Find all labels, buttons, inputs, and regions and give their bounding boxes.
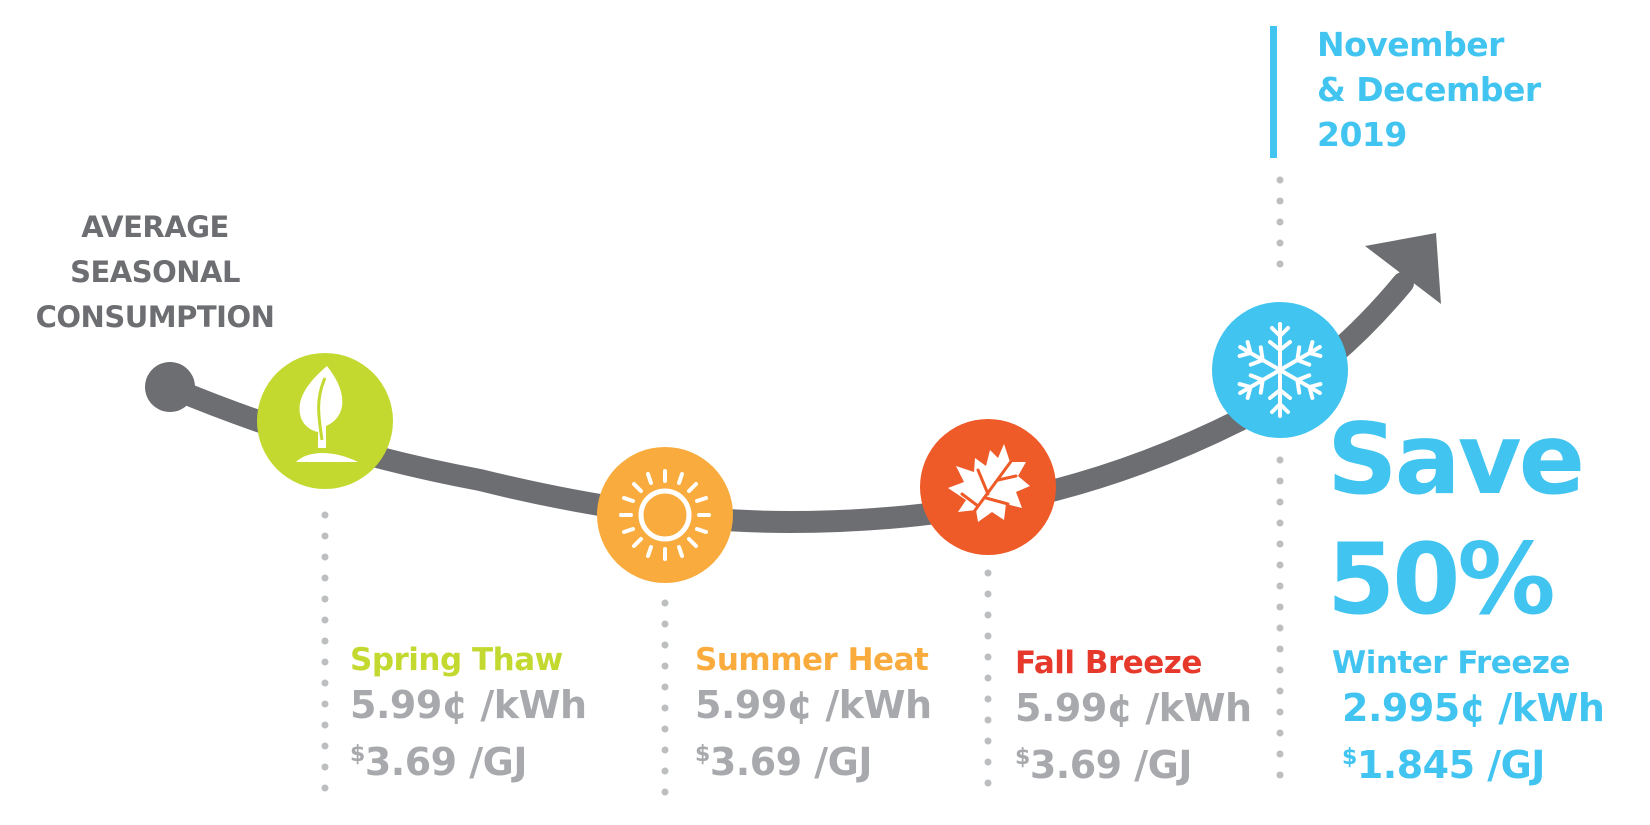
heading-line: AVERAGE [81, 210, 229, 244]
gj-rate: $3.69 /GJ [350, 730, 587, 787]
summer-badge [597, 447, 733, 583]
fall-rates: Fall Breeze 5.99¢ /kWh $3.69 /GJ [1015, 643, 1252, 790]
curve-start-dot [145, 362, 195, 412]
gj-value: 3.69 /GJ [1029, 743, 1193, 787]
maple-leaf-icon [948, 444, 1030, 530]
kwh-rate: 5.99¢ /kWh [695, 683, 932, 727]
kwh-rate: 5.99¢ /kWh [350, 683, 587, 727]
promotion-period: November & December 2019 [1317, 22, 1541, 157]
season-name: Winter Freeze [1332, 645, 1570, 681]
dollar-sign: $ [350, 742, 365, 767]
period-line: November [1317, 25, 1504, 64]
snowflake-icon [1233, 322, 1327, 418]
kwh-rate: 2.995¢ /kWh [1342, 686, 1605, 730]
gj-rate: $3.69 /GJ [1015, 733, 1252, 790]
heading-line: SEASONAL [70, 255, 240, 289]
sun-icon [619, 469, 711, 561]
season-name: Summer Heat [695, 642, 929, 678]
spring-rates: Spring Thaw 5.99¢ /kWh $3.69 /GJ [350, 640, 587, 787]
gj-value: 1.845 /GJ [1356, 743, 1546, 787]
season-name: Spring Thaw [350, 642, 563, 678]
gj-value: 3.69 /GJ [709, 740, 873, 784]
period-accent-bar [1270, 26, 1277, 158]
spring-badge [257, 353, 393, 489]
average-seasonal-consumption-heading: AVERAGE SEASONAL CONSUMPTION [20, 205, 290, 340]
save-percent: 50% [1327, 523, 1556, 637]
winter-rates: Winter Freeze 2.995¢ /kWh $1.845 /GJ [1332, 643, 1605, 790]
leaf-icon [296, 366, 358, 462]
fall-badge [920, 419, 1056, 555]
dollar-sign: $ [1015, 745, 1030, 770]
save-headline: Save [1327, 403, 1585, 517]
gj-rate: $3.69 /GJ [695, 730, 932, 787]
curve-arrowhead [1365, 233, 1441, 304]
dotted-connectors [321, 176, 1284, 799]
dollar-sign: $ [695, 742, 710, 767]
period-line: & December [1317, 70, 1541, 109]
gj-rate: $1.845 /GJ [1342, 733, 1605, 790]
season-name: Fall Breeze [1015, 645, 1202, 681]
winter-badge [1212, 302, 1348, 438]
heading-line: CONSUMPTION [35, 300, 275, 334]
kwh-rate: 5.99¢ /kWh [1015, 686, 1252, 730]
period-line: 2019 [1317, 115, 1407, 154]
summer-rates: Summer Heat 5.99¢ /kWh $3.69 /GJ [695, 640, 932, 787]
gj-value: 3.69 /GJ [364, 740, 528, 784]
dollar-sign: $ [1342, 745, 1357, 770]
